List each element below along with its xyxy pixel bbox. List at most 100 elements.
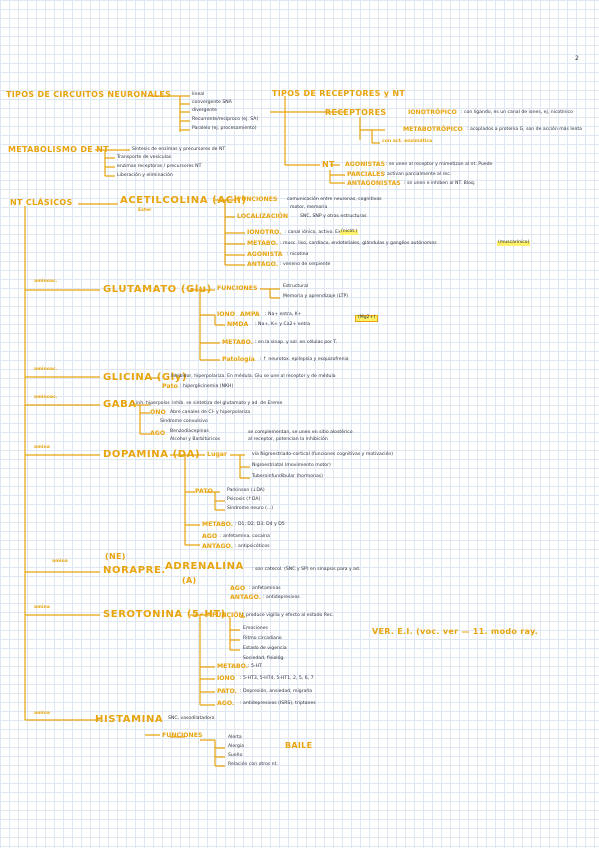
his-note: BAILE: [285, 741, 313, 750]
gaba-ago-2: Alcohol y Barbitúricos: [170, 437, 221, 442]
gaba-ago-1: Benzodiacepinas: [170, 429, 209, 434]
gaba-ago-note2: al receptor, potencian la inhibición: [248, 437, 328, 442]
ht-pato-label: PATO.: [217, 688, 237, 695]
adrenalina-abbr: (A): [182, 576, 197, 585]
label-antagonistas: ANTAGONISTAS: [347, 180, 401, 187]
da-metabo-desc: : D1, D2, D3, D4 y D5: [235, 522, 285, 527]
ht-note: VER. E.I. (voc. ver — 11. modo ray.: [372, 627, 539, 636]
section-title-receptores: TIPOS DE RECEPTORES y NT: [272, 89, 406, 98]
ht-funcion-4: Sociedad, fisiológ.: [243, 656, 285, 661]
his-funciones-label: FUNCIONES: [162, 732, 203, 739]
his-funcion-2: Alergia: [228, 744, 245, 749]
label-parciales: PARCIALES: [347, 171, 385, 178]
agonistas-desc: : se unen al receptor y mimetizan al nt.…: [386, 162, 493, 167]
ht-iono-label: IONO: [217, 675, 236, 682]
da-lugar-3: Tuberoinfundibular (hormonas): [252, 474, 323, 479]
ach-funciones-label: FUNCIONES: [237, 196, 278, 203]
glu-funcion-2: Memoria y aprendizaje (LTP): [283, 294, 349, 299]
da-tag: amina: [34, 445, 50, 450]
glu-pato-label: Patología: [222, 356, 255, 363]
metab-item: Transporte de vesículas: [117, 155, 172, 160]
ht-metabo-desc: : 5-HT: [248, 664, 262, 669]
gly-desc: : Inhibidor, hiperpolariza. En médula. G…: [168, 374, 336, 379]
glu-nmda-label: NMDA: [227, 321, 249, 328]
ht-funcion-2: Ritmo circadiano: [243, 636, 282, 641]
ne-antago-label: ANTAGO.: [230, 594, 262, 601]
metab-item: enzimas receptoras / precursores NT: [117, 164, 202, 169]
glu-funciones-label: FUNCIONES: [217, 285, 258, 292]
glu-title: GLUTAMATO (Glu): [103, 284, 212, 295]
glu-funcion-1: Estructural: [283, 284, 309, 289]
ach-localizacion-label: LOCALIZACIÓN: [237, 213, 289, 220]
glu-ampa-desc: : Na+ entra, K+: [265, 312, 302, 317]
ach-agonista-label: AGONISTA: [247, 251, 283, 258]
circuit-item: convergente SNA: [192, 100, 232, 105]
circuit-item: divergente: [192, 108, 217, 113]
ht-metabo-label: METABO.: [217, 663, 249, 670]
gly-tag: aminoac.: [34, 367, 58, 372]
label-agonistas: AGONISTAS: [345, 161, 386, 168]
glu-nmda-desc: : Na+, K+ y Ca2+ entra: [255, 322, 311, 327]
circuit-item: Recurrente/recíproco (ej. SA): [192, 117, 259, 122]
da-antago-label: ANTAGO.: [202, 543, 234, 550]
gaba-ago-label: AGO: [150, 430, 166, 437]
label-metabotropico: METABOTRÓPICO: [403, 126, 463, 133]
glu-metabo-label: METABO.: [222, 339, 254, 346]
ht-ago-label: AGO.: [217, 700, 235, 707]
section-title-metabolismo: METABOLISMO DE NT: [8, 145, 109, 154]
da-pato-1: Parkinson (↓DA): [227, 488, 265, 493]
gaba-ono-desc2: Síndrome convulsivo: [160, 419, 208, 424]
ht-funcion-desc: : produce vigilia y efecto al estado Rec…: [243, 613, 334, 618]
ach-funciones-desc2: motor, memoria: [290, 205, 328, 210]
page-number: 2: [575, 55, 579, 62]
gly-title: GLICINA (Gly): [103, 372, 188, 383]
ach-title: ACETILCOLINA (ACh): [120, 195, 247, 206]
ht-pato-desc: : Depresión, ansiedad, migraña: [240, 689, 313, 694]
ach-localizacion-desc: SNC, SNP y otras estructuras: [300, 214, 367, 219]
adrenalina-title: ADRENALINA: [165, 561, 244, 572]
ne-antago-desc: : antidepresivos: [263, 595, 300, 600]
label-receptores: RECEPTORES: [325, 108, 387, 117]
ne-title: NORAPRE.: [103, 565, 166, 576]
ach-metabo-highlight: (muscarínico): [497, 240, 531, 246]
antagonistas-desc: : se unen e inhiben al NT. Bloq.: [404, 181, 476, 186]
ach-antago-label: ANTAGO.: [247, 261, 279, 268]
label-ionotropico: IONOTRÓPICO: [408, 109, 457, 116]
ht-funcion-1: Emociones: [243, 626, 268, 631]
da-lugar-label: Lugar: [207, 451, 228, 458]
ht-ago-desc: : antidepresivos (ISRS), triptanes: [240, 701, 316, 706]
ne-ago-desc: : anfetaminas: [249, 586, 281, 591]
da-metabo-label: METABO.: [202, 521, 234, 528]
metabotropico-sub: con act. enzimática: [382, 139, 433, 144]
label-nt: NT: [322, 160, 335, 169]
gaba-ago-note: se complementan, se unen en sitio alosté…: [248, 430, 353, 435]
gaba-ono-desc: Abre canales de Cl- y hiperpolariza: [170, 410, 251, 415]
his-tag: amina: [34, 711, 50, 716]
ach-sub: Ester: [138, 208, 152, 213]
section-title-circuitos: TIPOS DE CIRCUITOS NEURONALES: [6, 90, 172, 99]
ach-metabo-label: METABO.: [247, 240, 279, 247]
ach-antago-desc: : veneno de serpiente: [280, 262, 331, 267]
ne-desc: : son catecol. (SNC y SP) en sinapsis pa…: [252, 567, 361, 572]
glu-tag: aminoac.: [34, 279, 58, 284]
da-pato-2: Psicosis (↑DA): [227, 497, 261, 502]
gaba-title: GABA: [103, 399, 137, 410]
glu-ampa-label: AMPA: [240, 311, 260, 318]
da-antago-desc: : antipsicóticos: [235, 544, 270, 549]
glu-iono-label: IONO: [217, 311, 236, 318]
ach-ionotro-highlight: (nicot.): [340, 229, 359, 235]
ach-funciones-desc: comunicación entre neuronas, cognitivas: [287, 197, 382, 202]
his-funcion-3: Sueño: [228, 753, 243, 758]
da-lugar-2: Nigroestriatal (movimiento motor): [252, 463, 331, 468]
ne-tag: amina: [52, 559, 68, 564]
ach-metabo-desc: : musc. liso, cardíaco, endoteliales, gl…: [280, 241, 437, 246]
glu-pato-desc: : ↑ neurotox. epilepsia y esquizofrenia: [260, 357, 349, 362]
da-pato-3: Síndrome neuro (...): [227, 506, 274, 511]
ht-iono-desc: : 5-HT3, 5-HT4, 5-HT1, 2, 5, 6, 7: [240, 676, 314, 681]
gaba-ono-label: ONO: [150, 409, 166, 416]
ach-agonista-desc: : nicotina: [287, 252, 309, 257]
ach-ionotro-desc: : canal iónico, activo. Ex:: [285, 230, 343, 235]
ionotropico-desc: : con ligando, es un canal de iones, ej.…: [461, 110, 573, 115]
his-desc: SNC, vasodilatadora: [168, 716, 215, 721]
